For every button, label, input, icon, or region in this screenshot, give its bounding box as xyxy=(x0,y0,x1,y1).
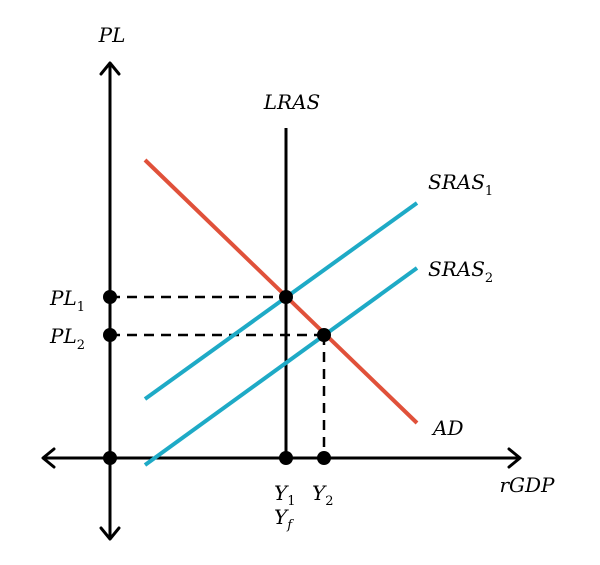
x-axis-arrow-right xyxy=(507,447,522,469)
sras2-line xyxy=(143,266,419,467)
lras-label: LRAS xyxy=(263,90,320,114)
y1-label: Y1 xyxy=(274,481,295,509)
y-axis-label: PL xyxy=(98,23,126,47)
y2-point xyxy=(317,451,331,465)
sras1-label: SRAS1 xyxy=(428,170,493,199)
pl2-point xyxy=(103,328,117,342)
y2-label: Y2 xyxy=(312,481,333,509)
ad-line xyxy=(143,158,419,425)
y1-point xyxy=(279,451,293,465)
equilibrium-2-point xyxy=(317,328,331,342)
x-axis-arrow-left xyxy=(41,447,56,469)
yf-label: Yf xyxy=(274,505,294,533)
origin-point xyxy=(103,451,117,465)
sras2-label: SRAS2 xyxy=(428,257,493,286)
equilibrium-1-point xyxy=(279,290,293,304)
y-axis-arrow-bottom xyxy=(99,526,121,541)
pl1-point xyxy=(103,290,117,304)
ad-label: AD xyxy=(431,416,463,440)
pl2-label: PL2 xyxy=(49,324,85,353)
pl1-label: PL1 xyxy=(49,286,85,315)
x-axis-label: rGDP xyxy=(499,473,555,497)
y-axis-arrow-top xyxy=(99,61,121,76)
